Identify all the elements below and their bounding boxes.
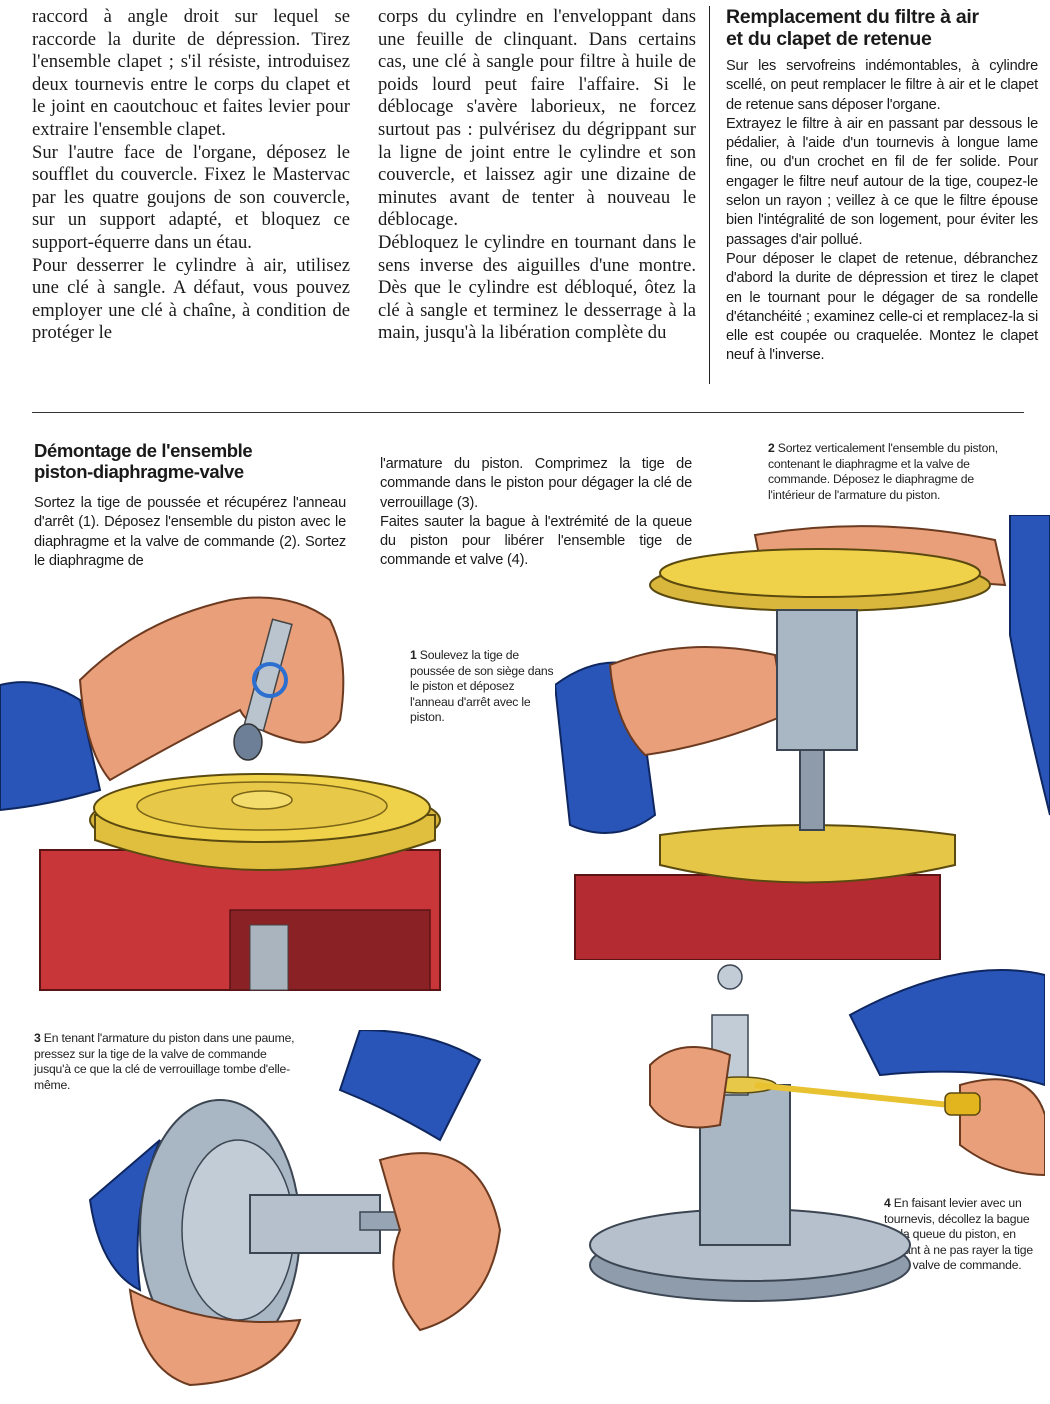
caption-text: En tenant l'armature du piston dans une … <box>34 1031 295 1092</box>
piston-center-boss <box>231 790 293 810</box>
caption-3: 3 En tenant l'armature du piston dans un… <box>34 1031 296 1093</box>
sidebar-body: Sur les servofreins indémontables, à cyl… <box>726 57 1038 366</box>
caption-number: 3 <box>34 1031 41 1045</box>
illustration-2 <box>555 515 1050 960</box>
caption-text: Sortez verticalement l'ensemble du pisto… <box>768 441 998 502</box>
sidebar-title-line: Remplacement du filtre à air <box>726 6 979 28</box>
screwdriver-handle <box>944 1092 981 1116</box>
column-2-text: corps du cylindre en l'enveloppant dans … <box>378 6 696 345</box>
caption-number: 1 <box>410 648 417 662</box>
lower-shell <box>659 824 956 884</box>
hand-left <box>649 1046 732 1129</box>
section-title-line: Démontage de l'ensemble <box>34 440 253 461</box>
col1-paragraph: Pour desserrer le cylindre à air, utilis… <box>32 254 350 344</box>
caption-number: 4 <box>884 1196 891 1210</box>
caption-text: En faisant levier avec un tournevis, déc… <box>884 1196 1033 1273</box>
rod-eye <box>717 964 743 990</box>
upper-piston-top <box>659 548 981 598</box>
section-text-left: Sortez la tige de poussée et récupérez l… <box>34 495 346 569</box>
caption-2: 2 Sortez verticalement l'ensemble du pis… <box>768 441 1008 503</box>
section-text-middle: l'armature du piston. Comprimez la tige … <box>380 455 692 571</box>
stop-ring <box>252 662 288 698</box>
section-title: Démontage de l'ensemble piston-diaphragm… <box>34 440 354 482</box>
screwdriver-blade <box>754 1082 951 1108</box>
col2-paragraph: corps du cylindre en l'enveloppant dans … <box>378 6 696 231</box>
sidebar-title: Remplacement du filtre à air et du clape… <box>726 6 1038 50</box>
blue-sleeve <box>338 1030 482 1142</box>
hand-right <box>378 1152 502 1332</box>
col1-paragraph: raccord à angle droit sur lequel se racc… <box>32 6 350 140</box>
blue-sleeve-right <box>1009 515 1050 816</box>
caption-number: 2 <box>768 441 775 455</box>
piston-cylinder <box>776 609 858 751</box>
caption-4: 4 En faisant levier avec un tournevis, d… <box>884 1196 1034 1274</box>
column-1-text: raccord à angle droit sur lequel se racc… <box>32 6 350 345</box>
sidebar-box: Remplacement du filtre à air et du clape… <box>726 6 1038 366</box>
sidebar-paragraph: Extrayez le filtre à air en passant par … <box>726 115 1038 248</box>
sidebar-title-line: et du clapet de retenue <box>726 28 932 50</box>
stand-bolt <box>249 924 289 991</box>
sidebar-paragraph: Sur les servofreins indémontables, à cyl… <box>726 58 1038 113</box>
hand-left <box>608 646 787 757</box>
illustration-4 <box>589 964 1045 1302</box>
illustration-3 <box>88 1030 502 1387</box>
column-divider <box>709 6 710 384</box>
caption-text: Soulevez la tige de poussée de son siège… <box>410 648 554 725</box>
section-divider <box>32 412 1024 413</box>
blue-sleeve <box>848 969 1045 1087</box>
col1-paragraph: Sur l'autre face de l'organe, déposez le… <box>32 141 350 253</box>
caption-1: 1 Soulevez la tige de poussée de son siè… <box>410 648 560 726</box>
section-paragraph: Faites sauter la bague à l'extrémité de … <box>380 513 692 569</box>
sidebar-paragraph: Pour déposer le clapet de retenue, débra… <box>726 250 1038 364</box>
hand-left <box>128 1288 302 1387</box>
push-rod-head <box>233 723 263 761</box>
red-stand <box>574 874 941 960</box>
hand <box>78 596 345 782</box>
hand-right <box>959 1078 1045 1177</box>
section-title-line: piston-diaphragme-valve <box>34 461 244 482</box>
section-paragraph: l'armature du piston. Comprimez la tige … <box>380 456 692 511</box>
illustration-1 <box>0 596 441 991</box>
blue-sleeve <box>0 681 102 812</box>
col2-paragraph: Débloquez le cylindre en tournant dans l… <box>378 231 696 344</box>
valve-rod <box>799 749 825 831</box>
